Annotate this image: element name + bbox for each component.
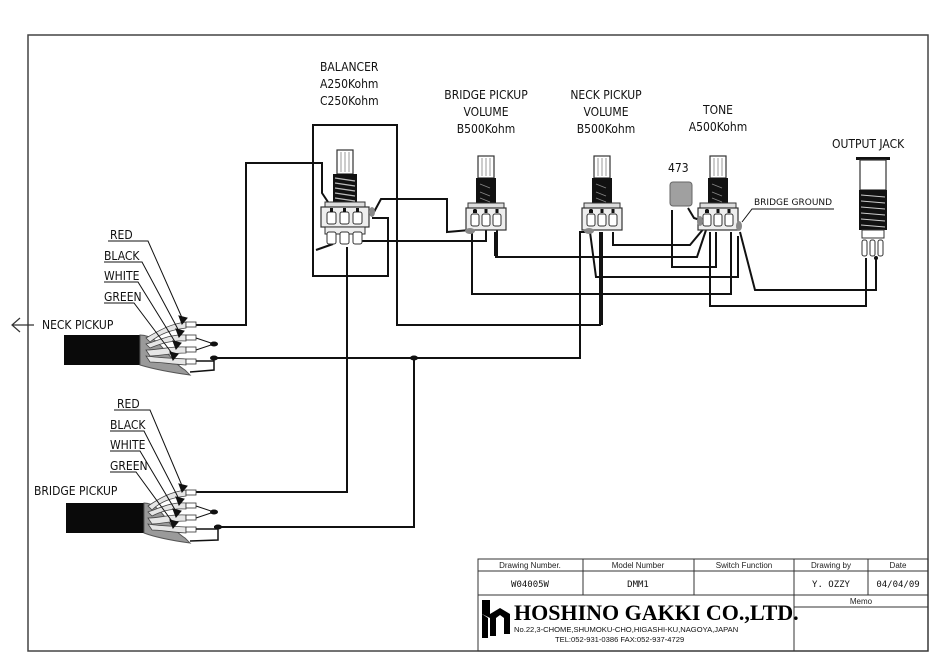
value-date: 04/04/09 [876, 580, 919, 590]
neck-volume-pot[interactable] [581, 155, 623, 234]
bridge-wire-white: WHITE [110, 438, 146, 452]
bridge-volume-subtitle: VOLUME [463, 105, 508, 119]
neck-wire-red: RED [110, 228, 133, 242]
company-name: HOSHINO GAKKI CO.,LTD. [514, 600, 799, 625]
balancer-pot[interactable] [320, 149, 375, 245]
neck-pickup-label: NECK PICKUP [42, 318, 114, 332]
bridge-wire-red: RED [117, 397, 140, 411]
neck-wire-black: BLACK [104, 249, 140, 263]
value-model-number: DMM1 [627, 580, 649, 590]
output-jack[interactable] [856, 157, 890, 260]
bridge-volume-pot[interactable] [465, 155, 507, 234]
balancer-value-1: A250Kohm [320, 77, 378, 91]
bridge-wire-black: BLACK [110, 418, 146, 432]
wires [196, 124, 877, 528]
company-phone: TEL:052-931-0386 FAX:052-937-4729 [555, 635, 684, 644]
value-drawing-number: W04005W [511, 580, 550, 590]
value-drawing-by: Y. OZZY [812, 580, 851, 590]
header-model-number: Model Number [612, 561, 665, 570]
header-switch-function: Switch Function [716, 561, 772, 570]
title-block [477, 558, 929, 652]
neck-wire-leaders [104, 240, 188, 361]
header-date: Date [890, 561, 907, 570]
neck-volume-value: B500Kohm [577, 122, 635, 136]
memo-label: Memo [850, 597, 873, 606]
bridge-ground-label: BRIDGE GROUND [754, 198, 832, 208]
neck-volume-title: NECK PICKUP [570, 88, 642, 102]
header-drawing-number: Drawing Number. [499, 561, 561, 570]
neck-wire-green: GREEN [104, 290, 142, 304]
header-drawing-by: Drawing by [811, 561, 851, 570]
neck-volume-subtitle: VOLUME [583, 105, 628, 119]
balancer-title: BALANCER [320, 60, 379, 74]
neck-pickup-cable [64, 321, 418, 376]
capacitor-value: 473 [668, 161, 689, 175]
bridge-volume-value: B500Kohm [457, 122, 515, 136]
tone-pot[interactable] [697, 155, 742, 231]
balancer-value-2: C250Kohm [320, 94, 379, 108]
tone-value: A500Kohm [689, 120, 747, 134]
arrow-left-icon [11, 317, 34, 333]
bridge-pickup-label: BRIDGE PICKUP [34, 484, 118, 498]
bridge-wire-green: GREEN [110, 459, 148, 473]
company-address: No.22,3-CHOME,SHUMOKU-CHO,HIGASHI-KU,NAG… [514, 625, 738, 634]
tone-title: TONE [702, 103, 733, 117]
company-logo-icon [482, 600, 510, 638]
bridge-wire-leaders [110, 409, 188, 529]
neck-wire-white: WHITE [104, 269, 140, 283]
capacitor[interactable] [669, 181, 693, 207]
bridge-volume-title: BRIDGE PICKUP [444, 88, 528, 102]
output-jack-title: OUTPUT JACK [832, 137, 905, 151]
